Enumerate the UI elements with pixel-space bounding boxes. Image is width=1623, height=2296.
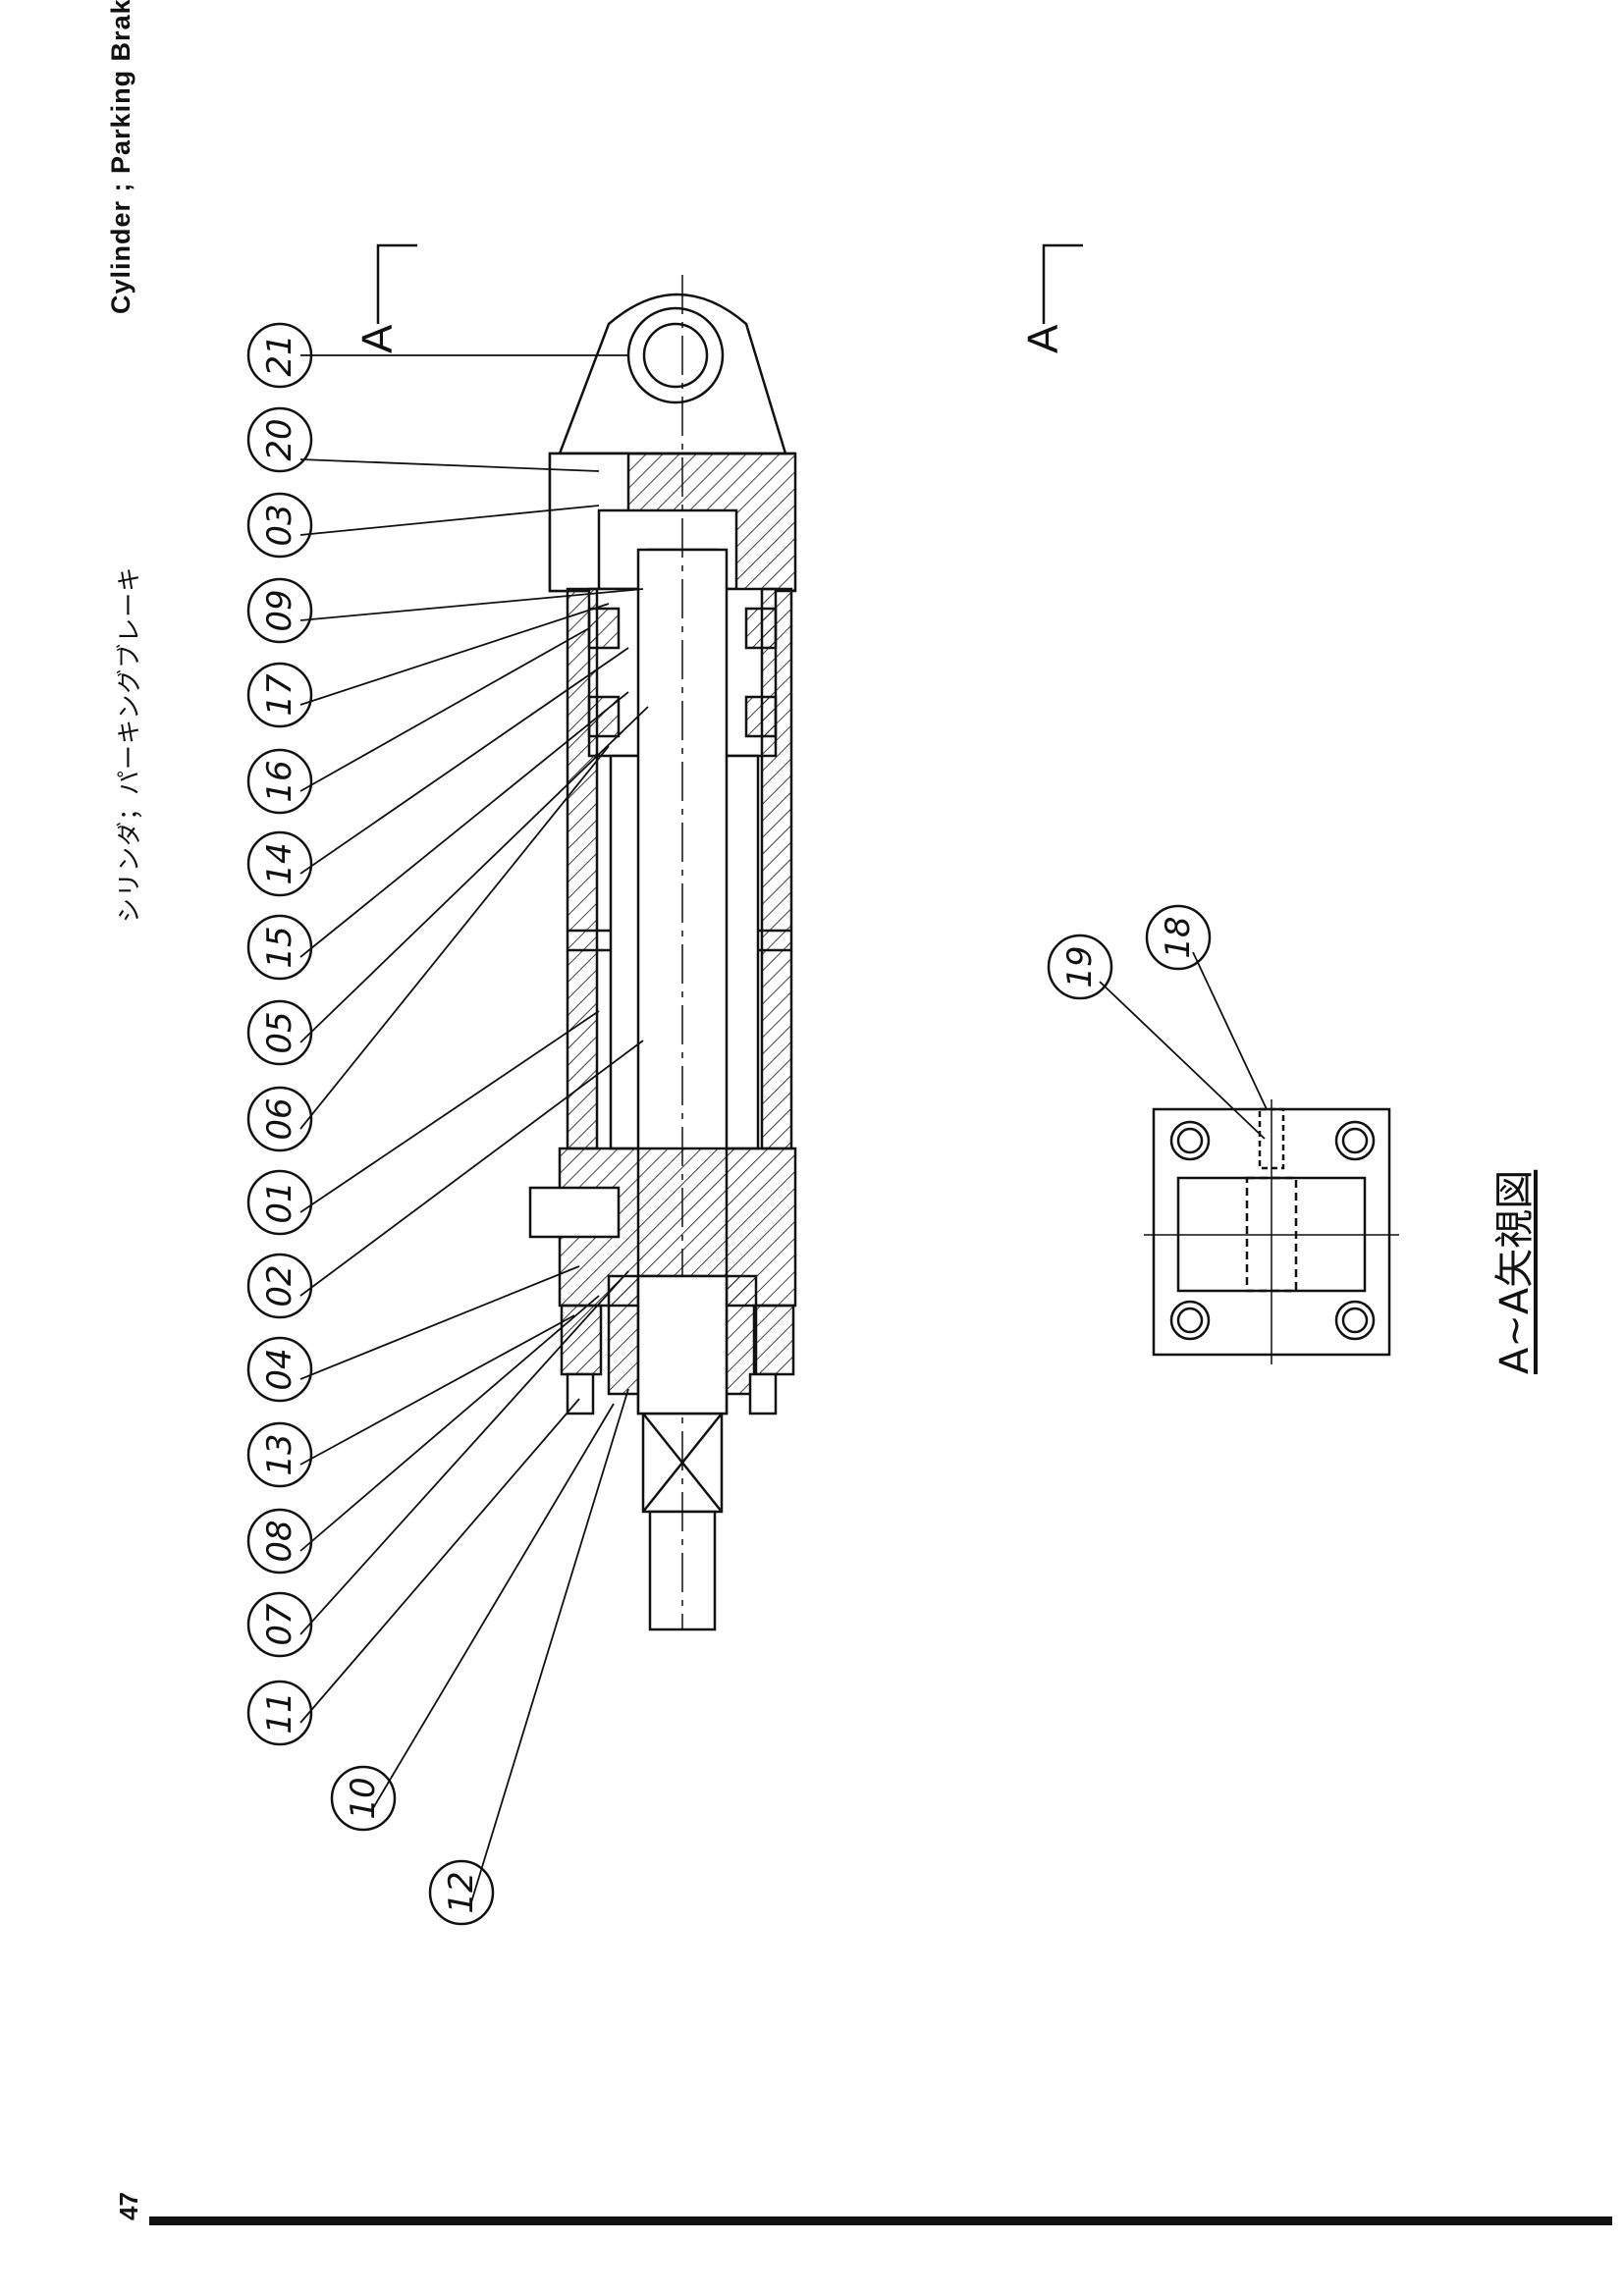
section-cut-marks [376,243,1083,324]
callout-01: 01 [260,1181,299,1224]
callout-16: 16 [260,760,299,803]
callout-20: 20 [260,418,299,461]
callout-12: 12 [442,1871,481,1914]
callout-09: 09 [260,589,299,632]
callout-07: 07 [260,1603,299,1646]
callout-21: 21 [260,334,299,377]
callout-14: 14 [260,842,299,885]
callout-circles [246,322,1212,1926]
rod-eye-end [558,293,795,455]
callout-13: 13 [260,1433,299,1476]
callout-11: 11 [260,1691,299,1735]
callout-10: 10 [344,1777,383,1820]
callout-19: 19 [1060,945,1100,988]
leader-lines [299,354,1268,1903]
callout-18: 18 [1159,916,1198,959]
callout-03: 03 [260,504,299,547]
bottom-rule [149,2216,1612,2225]
callout-02: 02 [260,1264,299,1308]
callout-04: 04 [260,1348,299,1391]
view-a-a-detail [1144,1099,1399,1364]
rod-cover [528,1147,797,1415]
callout-15: 15 [260,926,299,969]
callout-08: 08 [260,1520,299,1563]
callout-06: 06 [260,1097,299,1141]
callout-17: 17 [260,673,299,717]
callout-05: 05 [260,1011,299,1054]
